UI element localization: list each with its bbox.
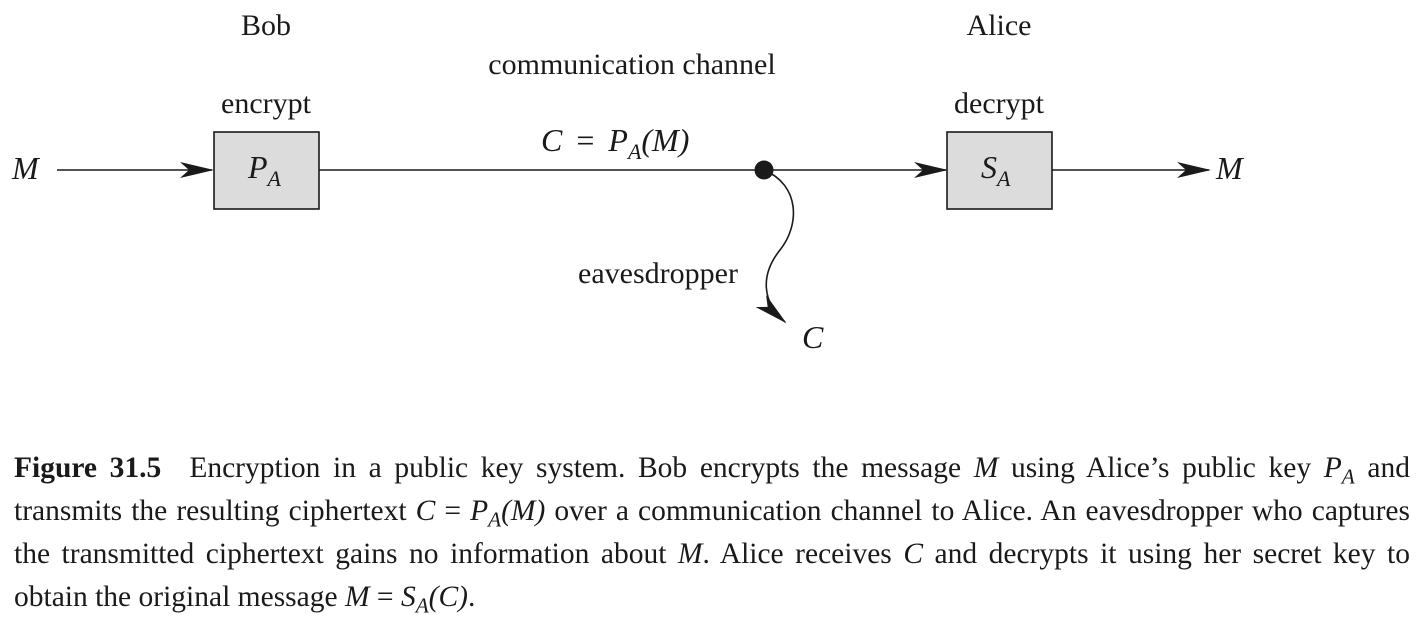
eavesdropper-label: eavesdropper <box>578 257 738 290</box>
sender-name: Bob <box>241 9 291 42</box>
decrypt-box-label: SA <box>981 149 1011 191</box>
channel-equation: C=PA(M) <box>541 122 689 164</box>
caption-math-operator: = <box>369 581 401 613</box>
caption-text: and transmits the resulting ciphertext <box>14 452 1411 527</box>
caption-math-operator: = <box>435 495 471 527</box>
decrypt-label: decrypt <box>954 87 1045 120</box>
caption-text: . <box>468 581 476 613</box>
decrypt-box <box>946 131 1053 210</box>
input-message: M <box>11 150 41 186</box>
figure-label: Figure 31.5 <box>14 452 162 484</box>
caption-math: P <box>470 495 489 527</box>
output-message: M <box>1215 150 1245 186</box>
caption-text: using Alice’s public key <box>998 452 1324 484</box>
caption-math: C <box>415 495 436 527</box>
caption-text: . Alice receives <box>702 538 904 570</box>
encrypt-label: encrypt <box>221 87 312 120</box>
caption-math: (M) <box>501 495 546 527</box>
caption-math-subscript: A <box>488 507 502 532</box>
caption-math: M <box>344 581 370 613</box>
caption-math-subscript: A <box>1341 464 1355 489</box>
caption-math: (C) <box>428 581 468 613</box>
caption-text: Encryption in a public key system. Bob e… <box>189 452 974 484</box>
caption-text: and decrypts it using her secret key to … <box>14 538 1410 613</box>
caption-text: over a communication channel to Alice. A… <box>14 495 1411 570</box>
eavesdropper-output: C <box>802 319 824 355</box>
caption-math: M <box>973 452 999 484</box>
caption-math: C <box>903 538 923 570</box>
caption-math: P <box>1323 452 1342 484</box>
encrypt-box-label: PA <box>247 149 282 191</box>
caption-math: S <box>400 581 416 613</box>
receiver-name: Alice <box>967 9 1032 42</box>
channel-label: communication channel <box>488 48 775 81</box>
figure-caption: Figure 31.5 Encryption in a public key sy… <box>14 447 1410 619</box>
caption-math-subscript: A <box>415 593 429 618</box>
caption-math: M <box>677 538 703 570</box>
eavesdropper-arrow <box>755 169 795 324</box>
encryption-diagram: Bob Alice communication channel encrypt … <box>11 9 1245 355</box>
